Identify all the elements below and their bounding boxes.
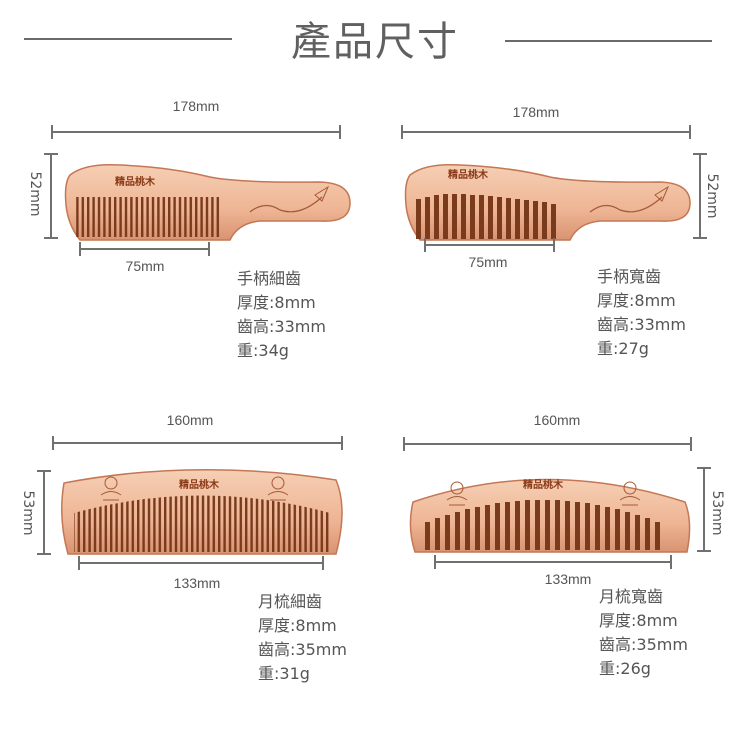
spec-name: 月梳寬齒 — [599, 587, 664, 606]
width-label: 178mm — [512, 104, 560, 120]
spec-block: 手柄細齒 厚度:8mm 齒高:33mm 重:34g — [237, 267, 326, 363]
spec-tooth-height: 齒高:33mm — [237, 317, 326, 336]
spec-block: 月梳細齒 厚度:8mm 齒高:35mm 重:31g — [258, 590, 347, 686]
spec-weight: 重:27g — [597, 339, 649, 358]
flower-engraving-right — [267, 476, 289, 501]
teeth-span-label: 75mm — [125, 258, 165, 274]
comb-image: 精品桃木 — [61, 468, 343, 555]
height-dimension-line — [697, 467, 711, 552]
teeth-span-dimension-line — [434, 555, 672, 569]
comb-image: 精品桃木 — [409, 478, 691, 553]
height-label: 52mm — [704, 173, 720, 219]
width-dimension-line — [51, 125, 341, 139]
comb-image: 精品桃木 — [64, 163, 351, 241]
width-label: 160mm — [166, 412, 214, 428]
spec-weight: 重:34g — [237, 341, 289, 360]
spec-weight: 重:26g — [599, 659, 651, 678]
height-dimension-line — [37, 470, 51, 555]
width-dimension-line — [403, 437, 692, 451]
width-label: 178mm — [172, 98, 220, 114]
height-dimension-line — [44, 153, 58, 239]
spec-block: 手柄寬齒 厚度:8mm 齒高:33mm 重:27g — [597, 265, 686, 361]
engraving-text: 精品桃木 — [448, 168, 489, 181]
teeth-span-dimension-line — [424, 238, 555, 252]
height-dimension-line — [693, 153, 707, 239]
width-dimension-line — [401, 125, 691, 139]
title-rule-right — [505, 40, 712, 42]
spec-weight: 重:31g — [258, 664, 310, 683]
spec-tooth-height: 齒高:35mm — [599, 635, 688, 654]
engraving-text: 精品桃木 — [179, 478, 220, 491]
spec-tooth-height: 齒高:33mm — [597, 315, 686, 334]
flower-engraving-left — [100, 476, 122, 501]
engraving-text: 精品桃木 — [115, 175, 156, 188]
height-label: 53mm — [709, 490, 725, 536]
title-rule-left — [24, 38, 232, 40]
spec-thickness: 厚度:8mm — [597, 291, 676, 310]
teeth-span-label: 75mm — [468, 254, 508, 270]
spec-tooth-height: 齒高:35mm — [258, 640, 347, 659]
teeth-span-dimension-line — [79, 242, 210, 256]
height-label: 53mm — [20, 490, 36, 536]
wide-teeth — [425, 500, 660, 550]
teeth-span-dimension-line — [78, 556, 324, 570]
spec-block: 月梳寬齒 厚度:8mm 齒高:35mm 重:26g — [599, 585, 688, 681]
spec-name: 手柄寬齒 — [597, 267, 662, 286]
teeth-span-label: 133mm — [173, 575, 221, 591]
width-dimension-line — [52, 436, 343, 450]
spec-name: 月梳細齒 — [258, 592, 323, 611]
flower-engraving-left — [446, 481, 468, 506]
spec-name: 手柄細齒 — [237, 269, 302, 288]
spec-thickness: 厚度:8mm — [258, 616, 337, 635]
teeth-span-label: 133mm — [544, 571, 592, 587]
spec-thickness: 厚度:8mm — [237, 293, 316, 312]
wide-teeth — [416, 194, 556, 239]
width-label: 160mm — [533, 412, 581, 428]
comb-image: 精品桃木 — [404, 163, 691, 241]
page-title: 產品尺寸 — [291, 19, 459, 65]
spec-thickness: 厚度:8mm — [599, 611, 678, 630]
flower-engraving-right — [619, 481, 641, 506]
engraving-text: 精品桃木 — [523, 478, 564, 491]
height-label: 52mm — [27, 171, 43, 217]
